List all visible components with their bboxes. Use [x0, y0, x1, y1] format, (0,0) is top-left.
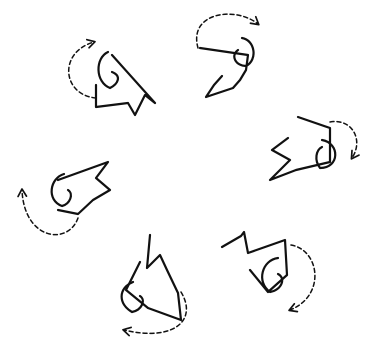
figure-1-rotation-arrow	[69, 42, 96, 98]
figure-2-notch	[234, 38, 253, 66]
figure-3-rotation-arrow	[330, 122, 357, 158]
figure-3	[270, 117, 357, 180]
figure-2-outline	[200, 48, 248, 97]
figure-2	[197, 14, 258, 97]
figure-6	[22, 162, 110, 235]
figure-4-outline	[222, 232, 287, 292]
figure-5-outline	[126, 235, 181, 320]
figure-2-rotation-arrow	[197, 14, 258, 48]
figure-5-notch	[122, 282, 143, 312]
figure-4	[222, 232, 315, 310]
figure-1	[69, 42, 155, 115]
figure-4-rotation-arrow	[290, 245, 315, 310]
figure-5	[122, 235, 187, 333]
figure-6-outline	[58, 162, 110, 214]
